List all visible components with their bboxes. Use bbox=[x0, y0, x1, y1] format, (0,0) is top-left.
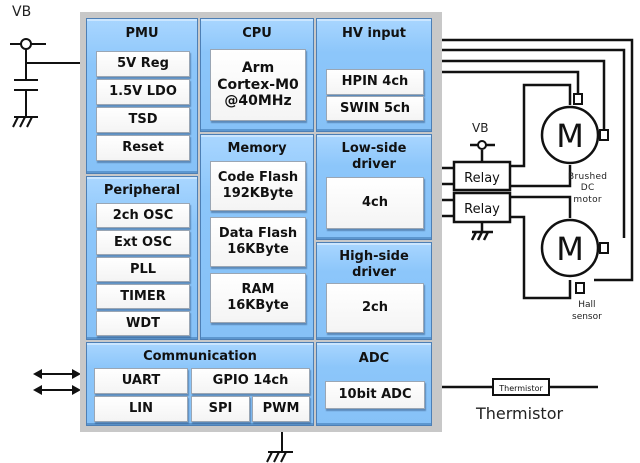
low-side-driver-block: Low-side driver 4ch bbox=[316, 134, 432, 240]
cpu-block: CPU Arm Cortex-M0 @40MHz bbox=[200, 18, 314, 132]
vb-terminal-icon bbox=[20, 38, 32, 50]
relay-vb-terminal-icon bbox=[477, 140, 487, 150]
hall-sensor-label: Hall sensor bbox=[572, 300, 602, 322]
motor-label: Brushed DC motor bbox=[568, 172, 608, 205]
memory-block: Memory Code Flash 192KByte Data Flash 16… bbox=[200, 134, 314, 340]
motor-2-symbol: M bbox=[556, 230, 584, 268]
peripheral-item-wdt: WDT bbox=[96, 311, 190, 336]
hall-sensor-1a-icon bbox=[573, 93, 583, 105]
hv-item-hpin: HPIN 4ch bbox=[326, 69, 424, 95]
relay-2-label: Relay bbox=[464, 202, 500, 217]
hv-item-swin: SWIN 5ch bbox=[326, 96, 424, 121]
hv-input-title: HV input bbox=[342, 26, 406, 41]
peripheral-title: Peripheral bbox=[103, 183, 181, 198]
mcu-chip: PMU 5V Reg 1.5V LDO TSD Reset CPU Arm Co… bbox=[80, 12, 442, 432]
motor-1-symbol: M bbox=[556, 117, 584, 155]
memory-item-data-flash: Data Flash 16KByte bbox=[210, 217, 306, 267]
high-side-value: 2ch bbox=[326, 283, 424, 333]
memory-item-ram: RAM 16KByte bbox=[210, 273, 306, 323]
low-side-value: 4ch bbox=[326, 177, 424, 229]
pmu-item-ldo: 1.5V LDO bbox=[96, 79, 190, 105]
peripheral-item-timer: TIMER bbox=[96, 284, 190, 309]
motor-1-icon bbox=[540, 105, 600, 165]
peripheral-item-ext-osc: Ext OSC bbox=[96, 230, 190, 255]
thermistor-icon bbox=[492, 378, 550, 396]
pmu-item-5v-reg: 5V Reg bbox=[96, 51, 190, 77]
pmu-title: PMU bbox=[125, 26, 159, 41]
motor-2-icon bbox=[540, 218, 600, 278]
low-side-title: Low-side driver bbox=[341, 141, 407, 172]
hall-wire-outer bbox=[442, 38, 634, 282]
relay-2 bbox=[452, 191, 512, 224]
hall-sensor-1b-icon bbox=[599, 129, 609, 141]
comm-item-gpio: GPIO 14ch bbox=[191, 368, 310, 394]
comm-item-lin: LIN bbox=[94, 396, 188, 422]
thermistor-label: Thermistor bbox=[476, 404, 564, 423]
pmu-item-reset: Reset bbox=[96, 135, 190, 161]
adc-value: 10bit ADC bbox=[325, 381, 425, 409]
hall-wire-4 bbox=[442, 70, 580, 100]
high-side-driver-block: High-side driver 2ch bbox=[316, 242, 432, 340]
adc-block: ADC 10bit ADC bbox=[316, 342, 432, 426]
relay-vb-label: VB bbox=[472, 121, 489, 135]
hv-input-block: HV input HPIN 4ch SWIN 5ch bbox=[316, 18, 432, 132]
comm-item-uart: UART bbox=[94, 368, 188, 394]
peripheral-item-2ch-osc: 2ch OSC bbox=[96, 203, 190, 228]
hall-wire-2 bbox=[442, 48, 626, 238]
peripheral-block: Peripheral 2ch OSC Ext OSC PLL TIMER WDT bbox=[86, 176, 198, 340]
hall-wire-3 bbox=[442, 59, 606, 130]
communication-block: Communication UART GPIO 14ch LIN SPI PWM bbox=[86, 342, 314, 426]
memory-title: Memory bbox=[227, 141, 287, 156]
pmu-block: PMU 5V Reg 1.5V LDO TSD Reset bbox=[86, 18, 198, 174]
relay-1-label: Relay bbox=[464, 171, 500, 186]
adc-title: ADC bbox=[358, 351, 390, 366]
cpu-core: Arm Cortex-M0 @40MHz bbox=[210, 49, 306, 121]
communication-title: Communication bbox=[143, 349, 257, 364]
vb-label: VB bbox=[12, 4, 32, 20]
memory-item-code-flash: Code Flash 192KByte bbox=[210, 161, 306, 211]
high-side-title: High-side driver bbox=[339, 249, 409, 280]
comm-item-pwm: PWM bbox=[252, 396, 310, 422]
hall-sensor-2a-icon bbox=[599, 242, 609, 254]
peripheral-item-pll: PLL bbox=[96, 257, 190, 282]
cpu-title: CPU bbox=[242, 26, 272, 41]
relay-1 bbox=[452, 160, 512, 192]
pmu-item-tsd: TSD bbox=[96, 107, 190, 133]
thermistor-box-label: Thermistor bbox=[498, 384, 543, 393]
comm-item-spi: SPI bbox=[191, 396, 250, 422]
hall-sensor-2b-icon bbox=[575, 282, 585, 294]
